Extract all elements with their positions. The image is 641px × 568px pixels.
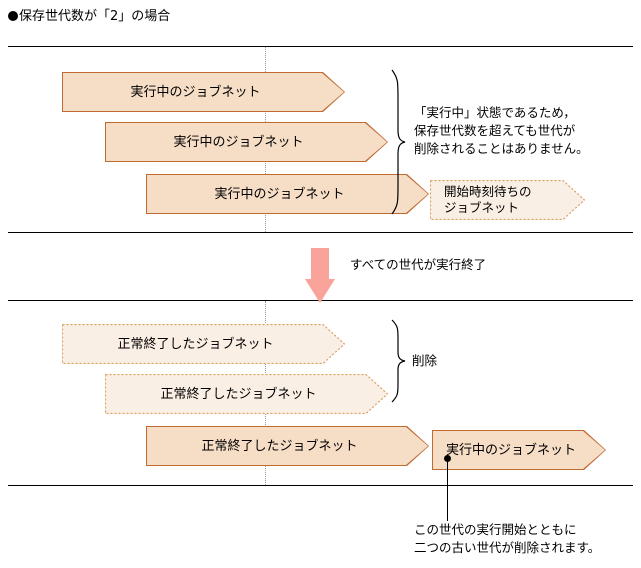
jobnet-box-label: 開始時刻待ちの ジョブネット xyxy=(444,184,532,215)
chevron-shape xyxy=(62,324,345,364)
jobnet-box-finished-3[interactable]: 正常終了したジョブネット xyxy=(146,426,429,466)
transition-label: すべての世代が実行終了 xyxy=(350,257,487,272)
jobnet-box-new-running[interactable]: 実行中のジョブネット xyxy=(432,430,606,470)
page-title: 保存世代数が「2」の場合 xyxy=(8,8,170,25)
jobnet-box-waiting[interactable]: 開始時刻待ちの ジョブネット xyxy=(430,180,585,220)
jobnet-box-label: 正常終了したジョブネット xyxy=(117,336,274,352)
rule-top xyxy=(8,46,633,47)
bullet-icon xyxy=(8,11,18,21)
jobnet-box-label: 正常終了したジョブネット xyxy=(160,386,317,402)
jobnet-box-label: 実行中のジョブネット xyxy=(173,134,304,150)
lower-brace xyxy=(391,319,406,403)
chevron-dotted-outline xyxy=(430,180,585,220)
chevron-shape xyxy=(146,174,429,214)
rule-upper-bottom xyxy=(8,232,633,233)
jobnet-box-label: 実行中のジョブネット xyxy=(214,186,345,202)
down-arrow-icon xyxy=(305,248,335,303)
jobnet-box-label: 実行中のジョブネット xyxy=(445,442,576,458)
jobnet-box-finished-1[interactable]: 正常終了したジョブネット xyxy=(62,324,345,364)
brace-label: 削除 xyxy=(412,353,438,368)
chevron-shape xyxy=(105,374,388,414)
chevron-shape xyxy=(432,430,606,470)
upper-brace xyxy=(391,69,406,215)
chevron-shape xyxy=(430,180,585,220)
jobnet-box-label: 実行中のジョブネット xyxy=(130,84,261,100)
callout-leader-line xyxy=(447,458,448,521)
upper-note: 「実行中」状態であるため， 保存世代数を超えても世代が 削除されることはありませ… xyxy=(414,105,589,156)
rule-bottom xyxy=(8,485,633,486)
page-title-text: 保存世代数が「2」の場合 xyxy=(19,9,171,24)
jobnet-box-label: 正常終了したジョブネット xyxy=(201,438,358,454)
chevron-shape xyxy=(146,426,429,466)
chevron-shape xyxy=(62,72,345,112)
chevron-shape xyxy=(105,122,388,162)
jobnet-box-running-3[interactable]: 実行中のジョブネット xyxy=(146,174,429,214)
bottom-callout: この世代の実行開始とともに 二つの古い世代が削除されます。 xyxy=(414,522,601,555)
chevron-dotted-outline xyxy=(105,374,388,414)
jobnet-box-running-1[interactable]: 実行中のジョブネット xyxy=(62,72,345,112)
jobnet-box-finished-2[interactable]: 正常終了したジョブネット xyxy=(105,374,388,414)
chevron-dotted-outline xyxy=(62,324,345,364)
jobnet-box-running-2[interactable]: 実行中のジョブネット xyxy=(105,122,388,162)
